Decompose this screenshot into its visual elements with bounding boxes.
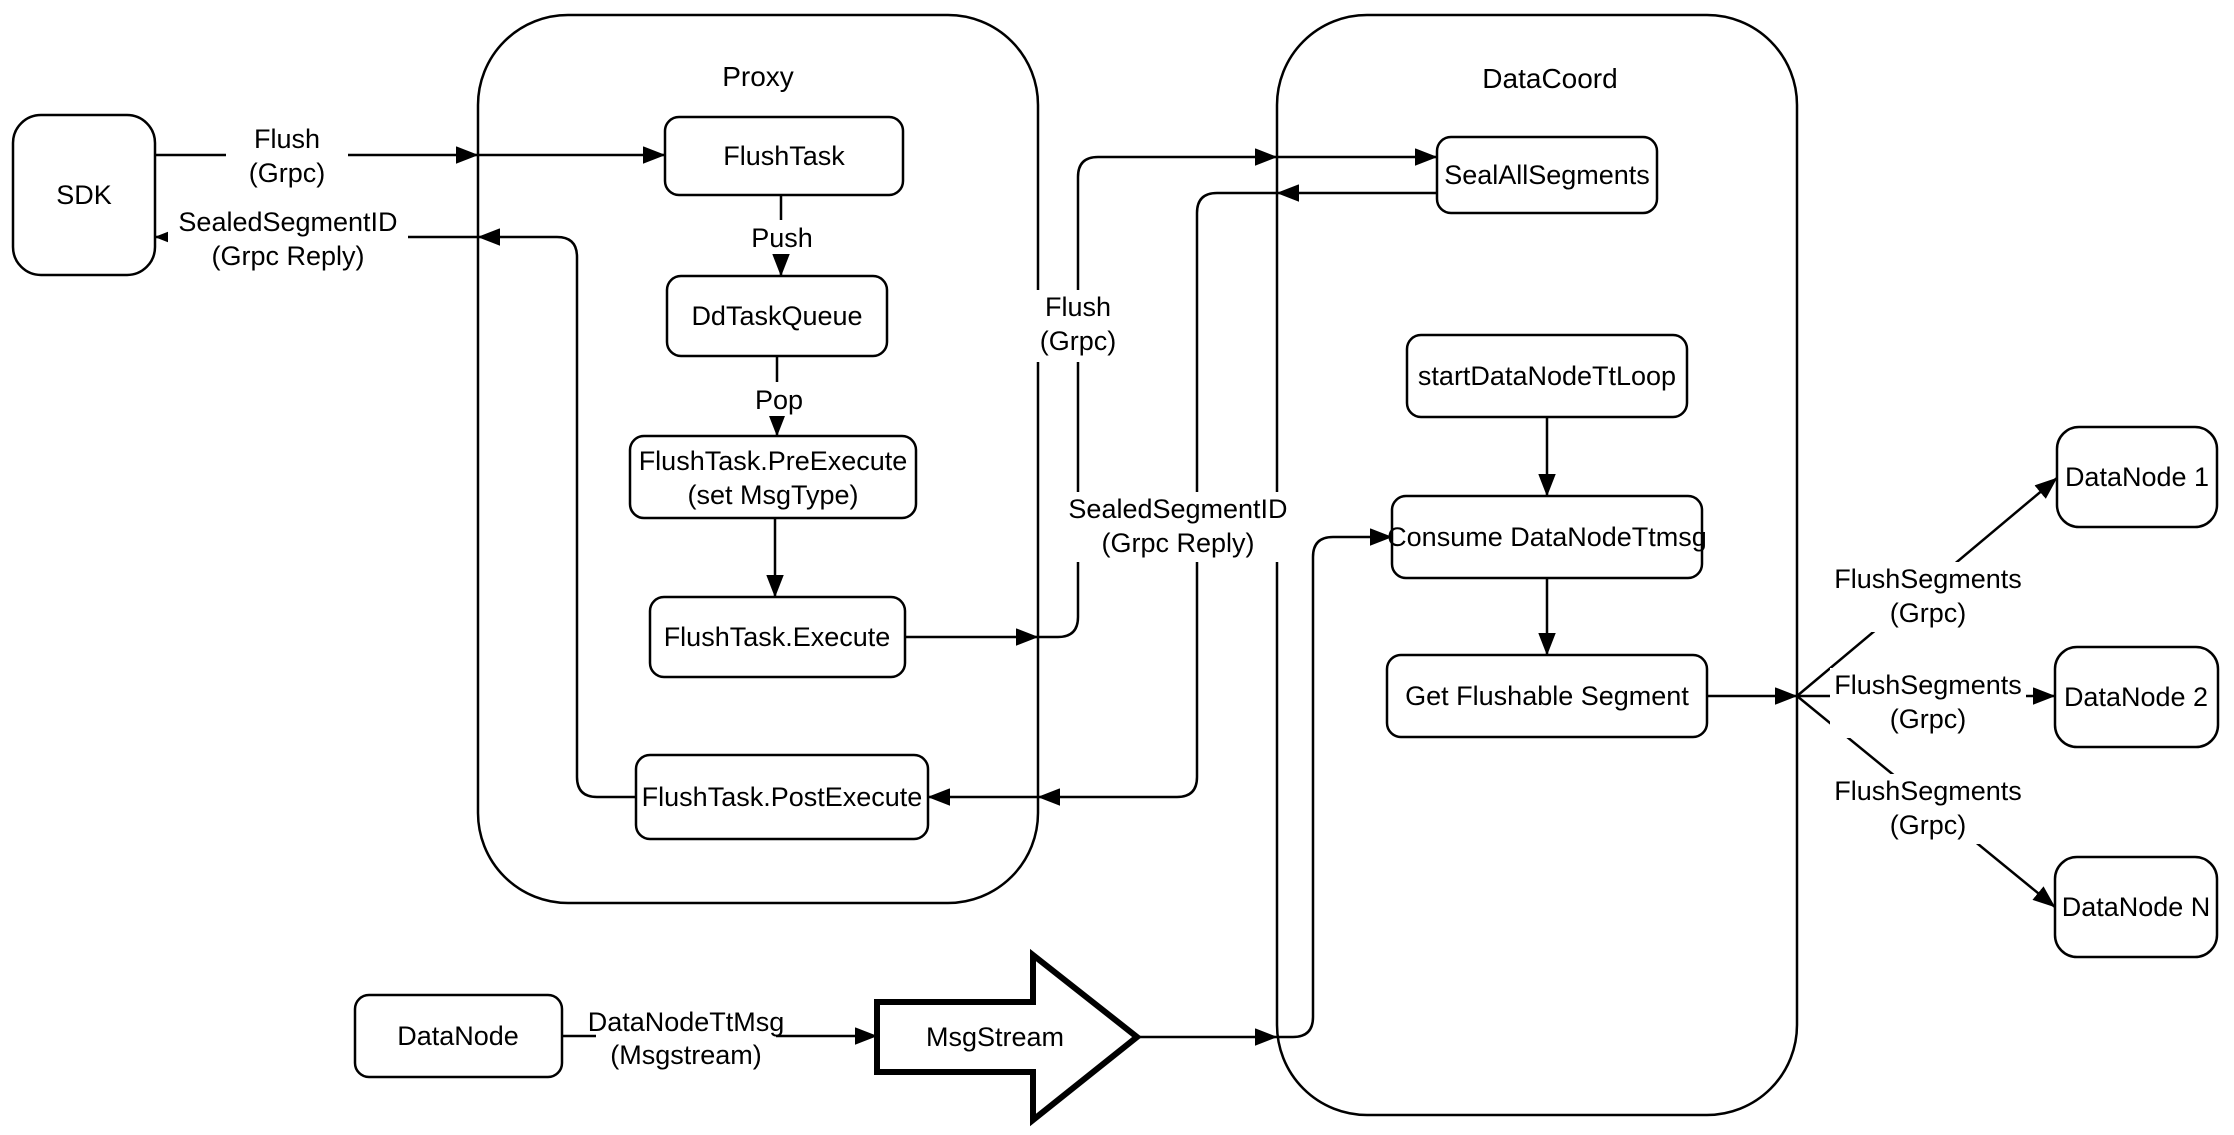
msgstream-block-arrow — [874, 948, 1142, 1127]
node-sdk — [11, 113, 157, 277]
node-datanoden — [2053, 855, 2219, 959]
node-datanode — [353, 993, 564, 1079]
datacoord-title: DataCoord — [1482, 63, 1617, 94]
label-bg-push — [750, 220, 814, 254]
node-datanode1-label: DataNode 1 — [2065, 462, 2209, 492]
node-sealallsegments — [1435, 135, 1659, 215]
edge-datacoord-to-consume — [1277, 528, 1393, 1039]
node-datanode2 — [2053, 645, 2220, 749]
node-getflushablesegment-label: Get Flushable Segment — [1405, 681, 1689, 711]
edge-label-flushsegments-3-line2: (Grpc) — [1890, 810, 1967, 840]
edge-label-sealed-sdk-line1: SealedSegmentID — [178, 207, 397, 237]
node-execute — [648, 595, 907, 679]
node-preexecute-label-line2: (set MsgType) — [687, 480, 858, 510]
edge-label-flushsegments-2-line1: FlushSegments — [1834, 670, 2022, 700]
label-bg-flush-mid — [1018, 290, 1138, 362]
node-datanoden-label: DataNode N — [2062, 892, 2211, 922]
edge-label-pop: Pop — [755, 385, 803, 415]
node-sealallsegments-label: SealAllSegments — [1444, 160, 1650, 190]
edge-flush-to-datacoord-edge — [1038, 148, 1278, 639]
edge-label-flushsegments-2-line2: (Grpc) — [1890, 704, 1967, 734]
label-bg-flushsegments-1 — [1830, 562, 2026, 632]
node-consume-datanodettmsg-label: Consume DataNodeTtmsg — [1387, 522, 1707, 552]
label-bg-flush-sdk — [226, 122, 348, 196]
node-postexecute-label: FlushTask.PostExecute — [642, 782, 923, 812]
edge-label-flush-mid-line1: Flush — [1045, 292, 1111, 322]
node-sdk-label: SDK — [56, 180, 112, 210]
node-datanode2-label: DataNode 2 — [2064, 682, 2208, 712]
label-bg-sealed-sdk — [168, 206, 408, 276]
node-ddtaskqueue — [665, 274, 889, 358]
edge-label-sealed-mid-line1: SealedSegmentID — [1068, 494, 1287, 524]
datacoord-container — [1275, 13, 1799, 1117]
edge-label-flush-sdk-line2: (Grpc) — [249, 158, 326, 188]
node-datanode1 — [2055, 425, 2219, 529]
node-preexecute — [628, 434, 918, 520]
label-bg-sealed-mid — [1068, 492, 1288, 562]
node-consume-datanodettmsg — [1390, 494, 1704, 580]
node-ddtaskqueue-label: DdTaskQueue — [691, 301, 862, 331]
node-startdatanodettloop-label: startDataNodeTtLoop — [1418, 361, 1676, 391]
label-bg-flushsegments-2 — [1830, 668, 2026, 738]
node-datanode-label: DataNode — [397, 1021, 519, 1051]
edge-label-sealed-sdk-line2: (Grpc Reply) — [211, 241, 364, 271]
proxy-title: Proxy — [722, 61, 794, 92]
node-flushtask-label: FlushTask — [723, 141, 845, 171]
edge-label-flush-sdk-line1: Flush — [254, 124, 320, 154]
node-startdatanodettloop — [1405, 333, 1689, 419]
label-bg-flushsegments-3 — [1830, 774, 2026, 844]
node-postexecute — [634, 753, 930, 841]
node-flushtask — [663, 115, 905, 197]
edge-postexecute-to-proxy-edge — [477, 228, 636, 799]
edge-label-sealed-mid-line2: (Grpc Reply) — [1101, 528, 1254, 558]
node-execute-label: FlushTask.Execute — [664, 622, 891, 652]
edge-label-flushsegments-1-line1: FlushSegments — [1834, 564, 2022, 594]
node-msgstream-label: MsgStream — [926, 1022, 1064, 1052]
edge-label-flush-mid-line2: (Grpc) — [1040, 326, 1117, 356]
edge-label-flushsegments-3-line1: FlushSegments — [1834, 776, 2022, 806]
edge-label-datanodettmsg-line2: (Msgstream) — [610, 1040, 762, 1070]
node-preexecute-label-line1: FlushTask.PreExecute — [639, 446, 908, 476]
label-bg-pop — [750, 382, 808, 416]
edge-label-flushsegments-1-line2: (Grpc) — [1890, 598, 1967, 628]
label-bg-datanodettmsg — [596, 1006, 776, 1072]
node-getflushablesegment — [1385, 653, 1709, 739]
edge-label-datanodettmsg-line1: DataNodeTtMsg — [588, 1007, 785, 1037]
proxy-container — [476, 13, 1040, 905]
edge-label-push: Push — [751, 223, 813, 253]
